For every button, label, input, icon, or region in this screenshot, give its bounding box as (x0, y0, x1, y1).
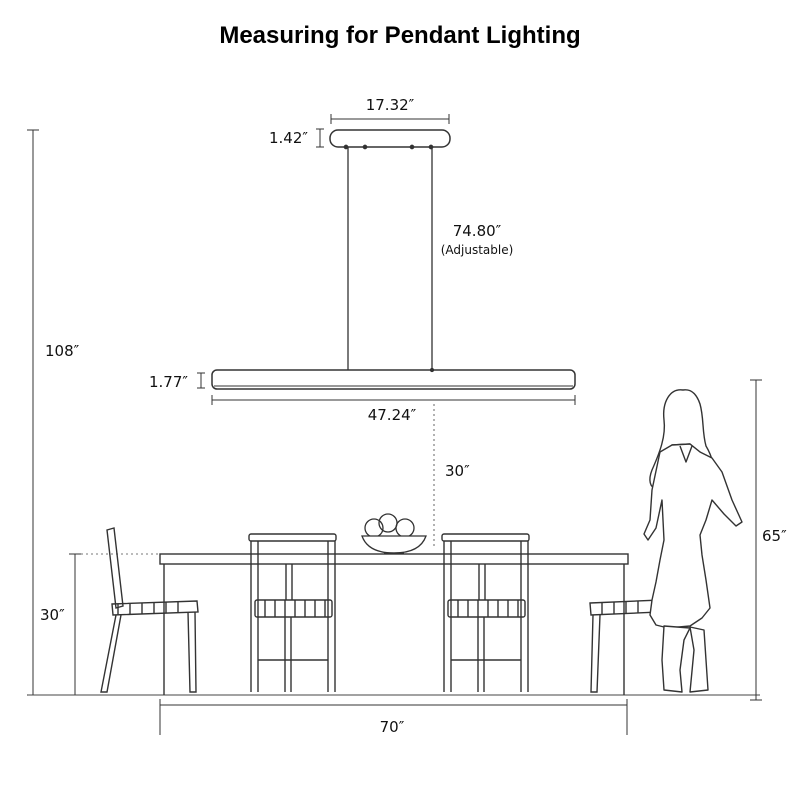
canopy-height-dimension (316, 128, 324, 148)
fixture-width-label: 47.24″ (368, 406, 417, 424)
fruit-bowl (361, 513, 427, 554)
canopy (329, 129, 451, 150)
cable-length-label: 74.80″ (453, 222, 502, 240)
suspension-cables (347, 147, 435, 373)
chair-left-side (100, 527, 199, 693)
chair-front-2 (441, 533, 530, 692)
canopy-width-label: 17.32″ (366, 96, 415, 114)
person-height-label: 65″ (762, 527, 787, 545)
pendant-fixture (211, 369, 576, 390)
dining-table (159, 553, 629, 695)
canopy-height-label: 1.42″ (269, 129, 308, 147)
cable-adjustable-note: (Adjustable) (441, 243, 514, 257)
fixture-height-dimension (197, 372, 205, 389)
canopy-width-dimension (330, 114, 450, 124)
person-height-dimension (750, 379, 762, 701)
hang-height-label: 30″ (445, 462, 470, 480)
chair-front-1 (248, 533, 337, 692)
total-height-dimension (27, 129, 39, 696)
table-height-label: 30″ (40, 606, 65, 624)
diagram-title: Measuring for Pendant Lighting (219, 22, 581, 49)
table-length-label: 70″ (380, 718, 405, 736)
fixture-width-dimension (211, 395, 576, 405)
person-silhouette (643, 389, 743, 693)
fixture-height-label: 1.77″ (149, 373, 188, 391)
total-height-label: 108″ (45, 342, 80, 360)
table-length-dimension (159, 699, 628, 735)
